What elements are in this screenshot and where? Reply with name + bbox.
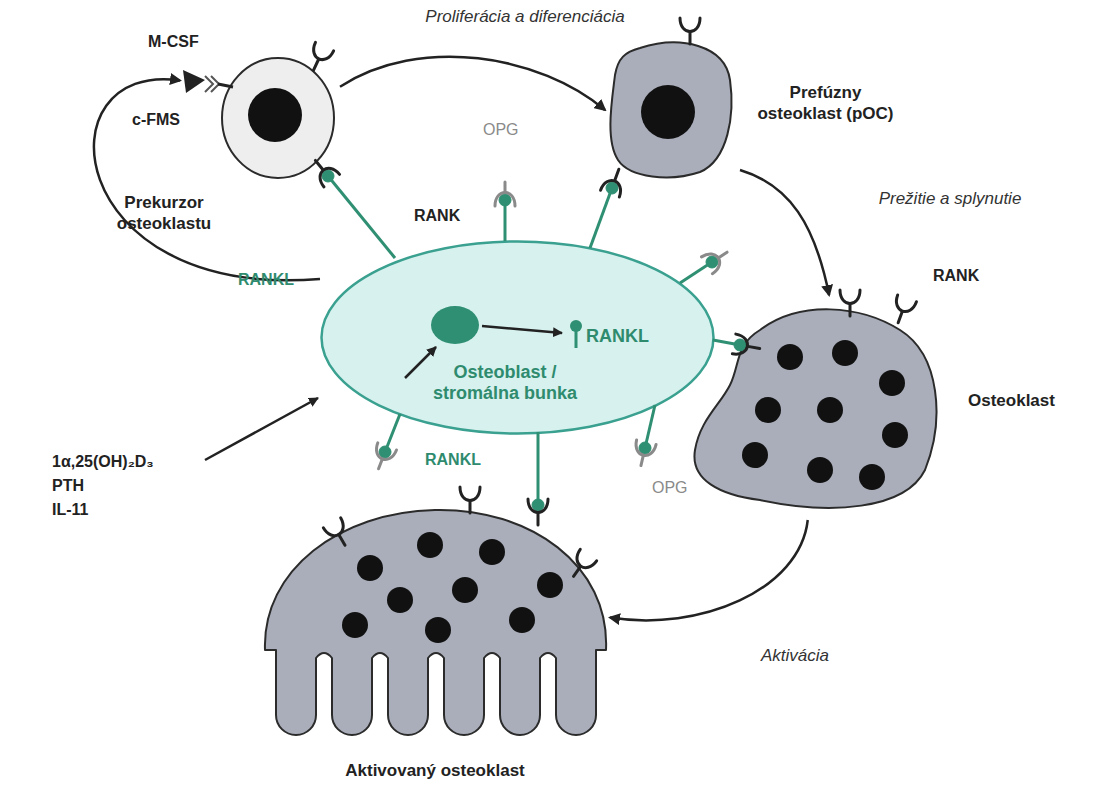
receptor-label: RANK <box>933 266 979 286</box>
molecule-label: RANKL <box>425 450 481 470</box>
illustration-part <box>537 432 540 505</box>
edge-label: Aktivácia <box>735 645 855 667</box>
cell-nucleus <box>817 397 843 423</box>
cell-shape <box>180 55 340 182</box>
molecule-label: OPG <box>652 478 688 498</box>
illustration-part <box>889 295 917 326</box>
cell-label: Aktivovaný osteoklast <box>260 760 610 781</box>
illustration-part <box>631 440 656 468</box>
process-arrow <box>740 170 829 295</box>
cell-nucleus <box>342 612 368 638</box>
cell-outline <box>322 242 714 434</box>
cell-nucleus <box>537 572 563 598</box>
cell-nucleus <box>755 397 781 423</box>
cell-nucleus <box>859 464 885 490</box>
hormone-label: PTH <box>52 476 84 496</box>
cell-nucleus <box>357 555 383 581</box>
illustration-part <box>460 487 480 513</box>
illustration-part <box>680 262 712 283</box>
hormone-label: 1α,25(OH)₂D₃ <box>52 452 154 472</box>
ligand-label: M-CSF <box>148 32 199 52</box>
illustration-part <box>205 76 219 92</box>
cell-outline <box>222 58 334 178</box>
illustration-part <box>532 499 544 511</box>
cell-shape <box>605 35 740 185</box>
receptor-label: c-FMS <box>132 110 180 130</box>
cell-label: Osteoblast / stromálna bunka <box>415 362 595 404</box>
cell-nucleus <box>479 539 505 565</box>
illustration-part <box>528 499 548 525</box>
illustration-part <box>322 170 334 182</box>
illustration-part <box>590 188 612 248</box>
illustration-part <box>328 176 395 258</box>
osteoblast-cell: Osteoblast / stromálna bunka RANKL <box>320 240 715 435</box>
precursor-cell: Prekurzor osteoklastu <box>180 55 340 182</box>
molecule-label: RANKL <box>586 326 666 347</box>
cell-outline <box>610 43 731 178</box>
illustration-part <box>680 18 700 44</box>
cell-nucleus <box>777 344 803 370</box>
cell-shape <box>320 240 715 435</box>
cell-nucleus <box>425 617 451 643</box>
illustration-part <box>385 414 400 452</box>
illustration-part <box>601 166 629 197</box>
cell-label: Prefúzny osteoklast (pOC) <box>748 82 903 124</box>
cell-outline <box>694 309 936 507</box>
cell-label: Osteoklast <box>968 390 1078 411</box>
cell-nucleus <box>452 577 478 603</box>
activated-osteoclast: Aktivovaný osteoklast <box>260 490 610 745</box>
edge-label: Proliferácia a diferenciácia <box>425 6 625 28</box>
edge-label: Prežitie a splynutie <box>845 188 1055 210</box>
cell-nucleus <box>387 587 413 613</box>
prefusion-osteoclast: Prefúzny osteoklast (pOC) <box>605 35 740 185</box>
illustration-part <box>702 244 733 274</box>
illustration-part <box>606 182 618 194</box>
cell-nucleus <box>248 88 302 142</box>
process-arrow <box>610 520 808 620</box>
illustration-part <box>639 442 651 454</box>
illustration-part <box>205 398 318 460</box>
illustration-part <box>379 446 391 458</box>
cell-shape <box>260 490 610 745</box>
receptor-label: RANK <box>414 206 460 226</box>
process-arrow <box>340 57 605 110</box>
hormone-label: IL-11 <box>52 500 88 520</box>
illustration-part <box>713 340 740 345</box>
illustration-part <box>322 170 746 511</box>
cell-nucleus <box>417 532 443 558</box>
cell-nucleus <box>641 85 695 139</box>
illustration-part <box>645 405 655 448</box>
cell-nucleus <box>509 607 535 633</box>
cell-nucleus <box>882 422 908 448</box>
illustration-part <box>495 182 515 206</box>
cell-nucleus <box>807 457 833 483</box>
cell-outline <box>265 510 606 735</box>
illustration-part <box>706 256 718 268</box>
illustration-part <box>183 70 205 93</box>
process-arrow <box>94 79 320 280</box>
cell-nucleus <box>832 340 858 366</box>
cell-nucleus <box>742 442 768 468</box>
molecule-label: RANKL <box>238 270 294 290</box>
molecule-label: OPG <box>483 120 519 140</box>
illustration-part <box>369 443 396 473</box>
illustration-part <box>504 200 507 241</box>
illustration-part <box>499 194 511 206</box>
cell-label: Prekurzor osteoklastu <box>108 192 220 234</box>
cell-nucleus <box>431 306 479 344</box>
cell-nucleus <box>879 370 905 396</box>
